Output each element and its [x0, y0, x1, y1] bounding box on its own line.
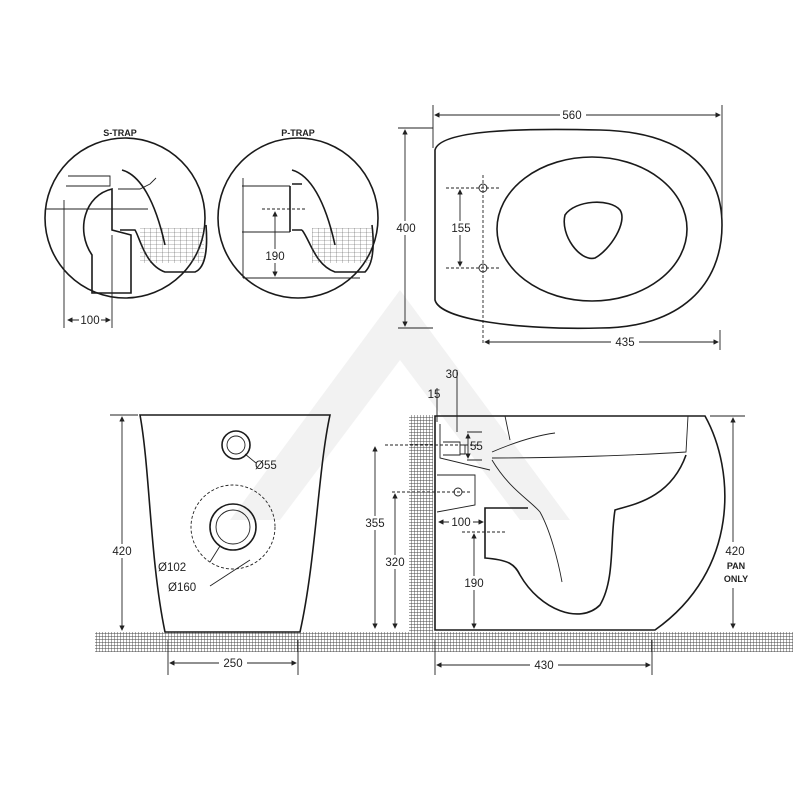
front-height-dim: 420 [112, 546, 131, 558]
p-trap-height-dim: 190 [265, 251, 284, 263]
s-trap-offset-dim: 100 [80, 315, 99, 327]
side-outlet-projection-dim: 100 [451, 517, 470, 529]
s-trap-detail: S-TRAP 100 [44, 128, 208, 328]
side-outlet-height-dim: 190 [464, 578, 483, 590]
plan-width-dim: 560 [562, 110, 581, 122]
side-pan-label: PAN [727, 561, 745, 571]
plan-depth-dim: 400 [396, 223, 415, 235]
floor-hatch [95, 632, 793, 652]
plan-rear-to-front-dim: 435 [615, 337, 634, 349]
s-trap-title: S-TRAP [103, 128, 137, 138]
p-trap-detail: P-TRAP 190 [217, 128, 379, 299]
side-pan-height-dim: 420 [725, 546, 744, 558]
front-collar-dia-dim: Ø160 [168, 582, 196, 594]
side-bolt-height-dim: 320 [385, 557, 404, 569]
plan-hole-spacing-dim: 155 [451, 223, 470, 235]
side-view: 30 15 55 355 320 100 190 430 420 PAN ONL… [362, 369, 750, 675]
plan-view: 155 560 400 435 [393, 105, 723, 350]
p-trap-title: P-TRAP [281, 128, 315, 138]
front-view: Ø55 Ø102 Ø160 420 250 [109, 414, 331, 675]
watermark-logo [230, 290, 570, 520]
front-base-width-dim: 250 [223, 658, 242, 670]
side-inlet-height-dim: 355 [365, 518, 384, 530]
front-inlet-dia-dim: Ø55 [255, 460, 277, 472]
side-length-dim: 430 [534, 660, 553, 672]
wall-hatch [409, 415, 433, 632]
side-inlet-size-dim: 55 [470, 441, 483, 453]
side-30-dim: 30 [446, 369, 459, 381]
side-only-label: ONLY [724, 574, 748, 584]
side-15-dim: 15 [428, 389, 441, 401]
front-outlet-dia-dim: Ø102 [158, 562, 186, 574]
